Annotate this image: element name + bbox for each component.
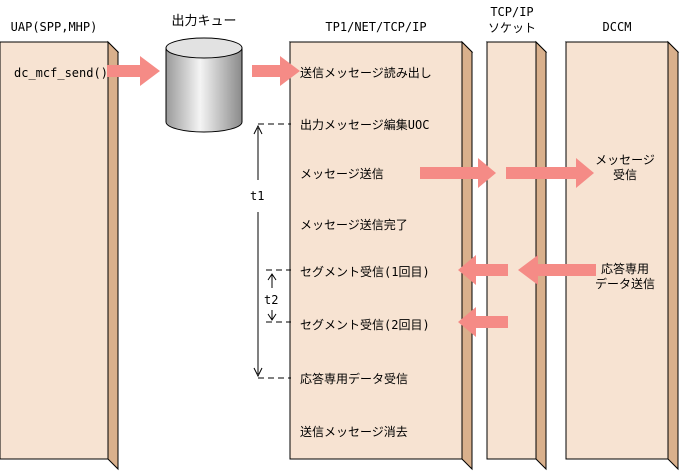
dccm-bar (564, 40, 680, 471)
tp1-header: TP1/NET/TCP/IP (325, 20, 427, 34)
queue-header: 出力キュー (171, 14, 237, 29)
recv-arrow-socket-to-tp1-2 (458, 307, 508, 337)
read-arrow-queue-to-tp1 (252, 56, 300, 86)
dccm-receive-line2: 受信 (612, 168, 637, 182)
uap-bar (0, 40, 120, 471)
t2-label: t2 (264, 293, 279, 307)
step-segment-receive-2: セグメント受信(2回目) (300, 318, 430, 332)
tp1-bar (288, 40, 474, 471)
t1-label: t1 (250, 189, 265, 203)
step-read-send-message: 送信メッセージ読み出し (300, 66, 432, 80)
recv-arrow-dccm-to-socket (518, 255, 596, 285)
step-output-edit-uoc: 出力メッセージ編集UOC (300, 118, 430, 132)
uap-call-label: dc_mcf_send() (14, 66, 108, 80)
uap-header: UAP(SPP,MHP) (10, 20, 98, 34)
dccm-header: DCCM (602, 20, 632, 34)
dccm-send-line2: データ送信 (594, 277, 655, 291)
step-segment-receive-1: セグメント受信(1回目) (300, 265, 430, 279)
send-arrow-uap-to-queue (107, 56, 160, 86)
dccm-receive-line1: メッセージ (595, 153, 655, 167)
send-arrow-tp1-to-socket (420, 158, 496, 188)
tcpip-header-line2: ソケット (487, 21, 536, 35)
step-message-send-complete: メッセージ送信完了 (300, 218, 408, 232)
step-message-send: メッセージ送信 (300, 167, 384, 181)
t2-bracket (266, 269, 291, 323)
tcpip-header-line1: TCP/IP (490, 5, 534, 19)
tcpip-bar (485, 40, 548, 471)
t1-bracket (253, 123, 291, 379)
send-arrow-socket-to-dccm (506, 158, 594, 188)
queue-cylinder-icon (165, 37, 243, 133)
recv-arrow-socket-to-tp1-1 (458, 255, 508, 285)
dccm-send-line1: 応答専用 (600, 262, 649, 276)
step-send-message-delete: 送信メッセージ消去 (300, 425, 408, 439)
step-response-data-receive: 応答専用データ受信 (300, 372, 409, 386)
